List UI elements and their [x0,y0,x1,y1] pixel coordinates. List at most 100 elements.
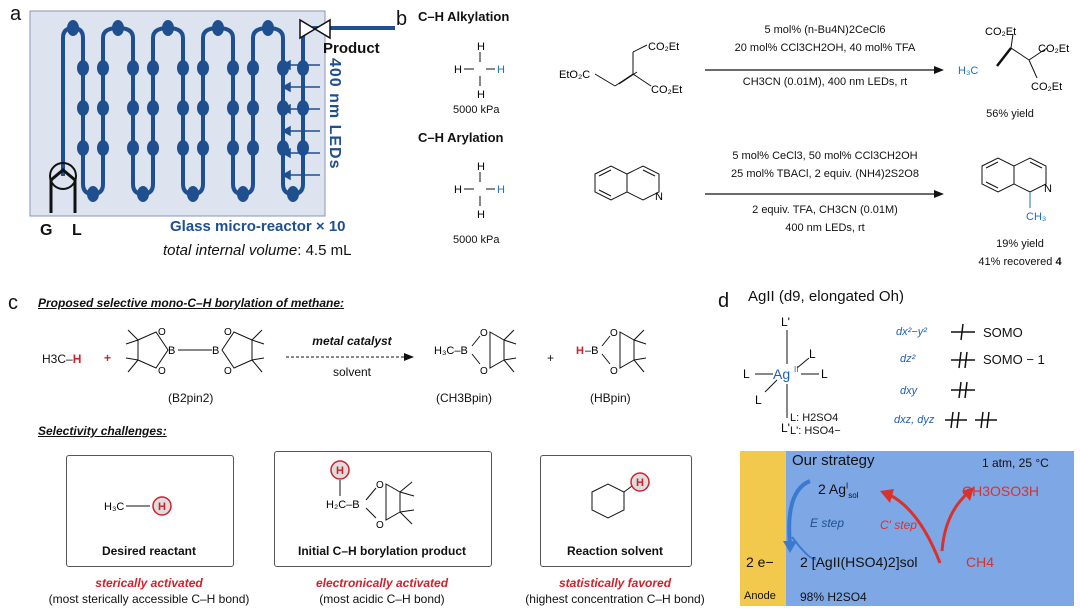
ary-condition-2: 25 mol% TBACl, 2 equiv. (NH4)2S2O8 [731,168,919,180]
reaction-solvent-box [540,455,692,567]
svg-text:O: O [376,480,384,491]
svg-text:CO₂Et: CO₂Et [648,41,679,53]
svg-text:O: O [224,327,232,338]
svg-text:H: H [158,501,166,513]
svg-text:O: O [610,328,618,339]
ag-sol-species: 2 AgIsol [818,481,859,500]
alkylation-title: C–H Alkylation [418,9,510,24]
svg-text:L': L' [781,315,790,329]
svg-text:L': L' [781,421,790,435]
anode-electrode [740,451,786,606]
methane-reactant: H3C–H [42,352,82,366]
arrow-catalyst-label: metal catalyst [312,334,392,348]
svg-text:CO₂Et: CO₂Et [985,26,1016,38]
hbpin-structure: H–B OO [576,328,647,377]
svg-text:O: O [158,327,166,338]
svg-text:O: O [480,366,488,377]
b2pin2-label: (B2pin2) [168,391,214,405]
svg-text:N: N [1044,183,1052,195]
svg-text:B: B [212,345,219,357]
orbital-dx2y2: dx²−y² [896,326,927,338]
reactor-title: Glass micro-reactor × 10 [170,218,346,235]
electrochemical-cycle-arrows [783,479,974,564]
alk-yield: 56% yield [986,108,1034,120]
box3-red-label: statistically favored [558,576,672,590]
arrow-solvent-label: solvent [332,365,372,379]
plus-sign-2: + [547,351,555,365]
arylation-title: C–H Arylation [418,130,504,145]
reaction-arrows-b [705,66,944,198]
volume-text: total internal volume: 4.5 mL [163,242,352,259]
desired-reactant-box [66,455,234,567]
svg-text:H: H [497,184,505,196]
svg-text:H: H [477,209,485,218]
box1-title: Desired reactant [101,544,197,558]
svg-text:O: O [158,366,166,377]
plus-sign-1: + [104,351,112,365]
panel-d-label: d [718,290,730,312]
svg-text:L: L [755,393,762,407]
svg-text:H: H [497,64,505,76]
svg-text:EtO₂C: EtO₂C [559,69,590,81]
ligand-legend-l: L: H2SO4 [790,412,839,424]
box2-title: Initial C–H borylation product [297,544,466,558]
ary-recovered: 41% recovered 4 [978,256,1062,268]
ary-condition-3: 2 equiv. TFA, CH3CN (0.01M) [752,204,898,216]
svg-text:–B: –B [585,345,598,357]
alk-condition-3: CH3CN (0.01M), 400 nm LEDs, rt [742,76,908,88]
orbital-levels [945,323,997,429]
ary-yield: 19% yield [996,238,1044,250]
box3-note: (highest concentration C–H bond) [525,592,705,606]
svg-text:H: H [477,89,485,98]
ary-condition-4: 400 nm LEDs, rt [785,222,865,234]
somo-label: SOMO [983,325,1023,340]
inlet-g-label: G [40,222,53,239]
svg-text:H: H [477,161,485,173]
arylation-product-structure: N CH₃ [981,157,1052,223]
strategy-conditions: 1 atm, 25 °C [982,456,1049,470]
panel-a-label: a [10,3,22,25]
e-step-label: E step [810,516,845,530]
ary-condition-1: 5 mol% CeCl3, 50 mol% CCl3CH2OH [732,150,918,162]
orbital-dz2: dz² [900,353,916,365]
svg-text:H₃C–B: H₃C–B [434,345,468,357]
svg-text:B: B [168,345,175,357]
agii-title: AgII (d9, elongated Oh) [748,288,904,305]
product-species: CH3OSO3H [962,483,1040,499]
alk-condition-2: 20 mol% CCl3CH2OH, 40 mol% TFA [734,42,916,54]
strategy-title: Our strategy [792,452,875,469]
ch3bpin-structure: H₃C–B O O [434,328,517,377]
borylation-heading: Proposed selective mono-C–H borylation o… [38,296,345,310]
pressure-2: 5000 kPa [453,234,500,246]
svg-text:H₂C–B: H₂C–B [326,499,360,511]
alkylation-product-structure: CO₂Et CO₂Et CO₂Et H₃C [958,26,1069,93]
svg-text:CH₃: CH₃ [1026,211,1046,223]
svg-text:O: O [480,328,488,339]
box3-title: Reaction solvent [566,544,664,558]
product-label: Product [323,40,380,57]
svg-text:L: L [809,347,816,361]
svg-text:CO₂Et: CO₂Et [1031,81,1062,93]
panel-b-label: b [396,8,408,30]
cyclohexane-structure: H [591,472,650,519]
alk-condition-1: 5 mol% (n-Bu4N)2CeCl6 [764,24,886,36]
hbpin-label: (HBpin) [590,391,631,405]
box2-note: (most acidic C–H bond) [319,592,445,606]
svg-text:O: O [376,520,384,531]
svg-text:CO₂Et: CO₂Et [1038,43,1069,55]
svg-text:H₃C: H₃C [958,65,978,77]
agii-hso4-species: 2 [AgII(HSO4)2]sol [800,554,918,570]
box2-red-label: electronically activated [315,576,449,590]
svg-text:L: L [743,367,750,381]
isoquinoline-structure: N [594,165,663,203]
methane-h-highlight: H₃C H [104,496,172,516]
borylation-arrow [286,353,414,361]
orbital-dxy: dxy [900,385,918,397]
electrons-label: 2 e− [746,554,774,570]
panel-c-label: c [8,292,18,314]
svg-text:H: H [576,345,584,357]
pressure-1: 5000 kPa [453,104,500,116]
